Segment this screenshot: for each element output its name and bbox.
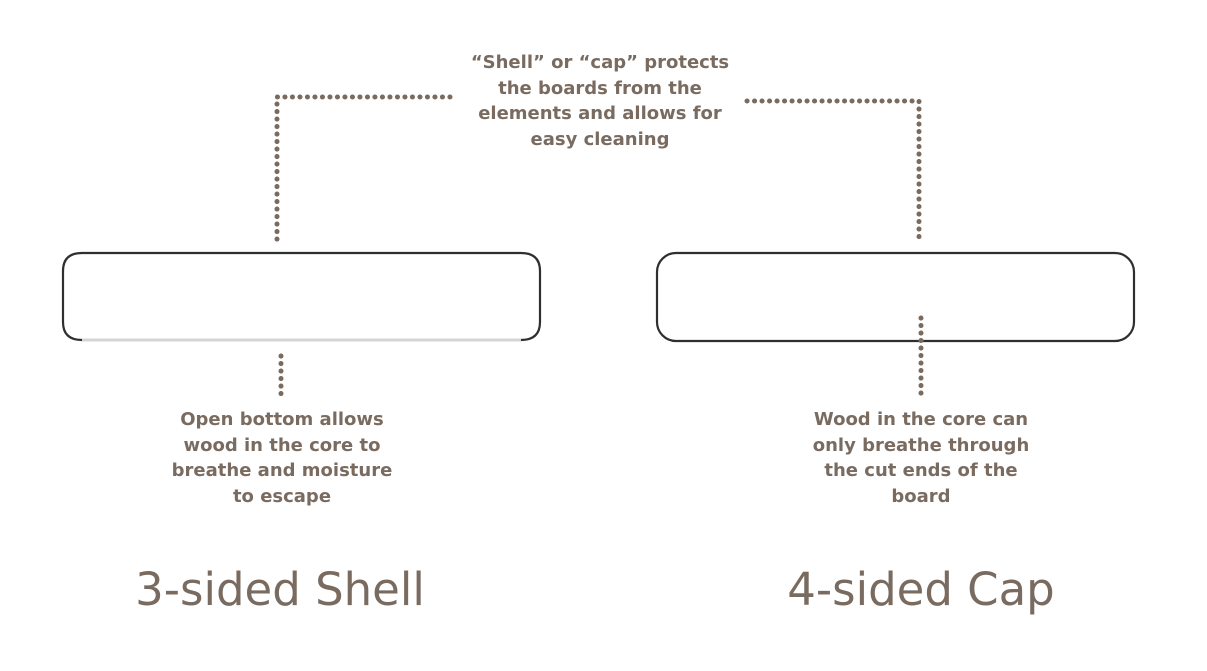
- three-sided-shell-heading: 3-sided Shell: [135, 563, 425, 616]
- top-left-leader-line: [274, 94, 453, 243]
- cap-outline: [655, 251, 1136, 343]
- four-sided-cap-heading: 4-sided Cap: [787, 563, 1055, 616]
- three-sided-shell-board: [61, 251, 542, 342]
- shell-outline: [61, 251, 542, 342]
- cut-ends-caption: Wood in the core can only breathe throug…: [812, 409, 1030, 507]
- top-right-leader-line: [744, 98, 922, 247]
- open-bottom-caption: Open bottom allows wood in the core to b…: [171, 409, 393, 507]
- four-sided-cap-board: [655, 251, 1136, 343]
- shell-cap-protection-caption: “Shell” or “cap” protects the boards fro…: [470, 52, 730, 150]
